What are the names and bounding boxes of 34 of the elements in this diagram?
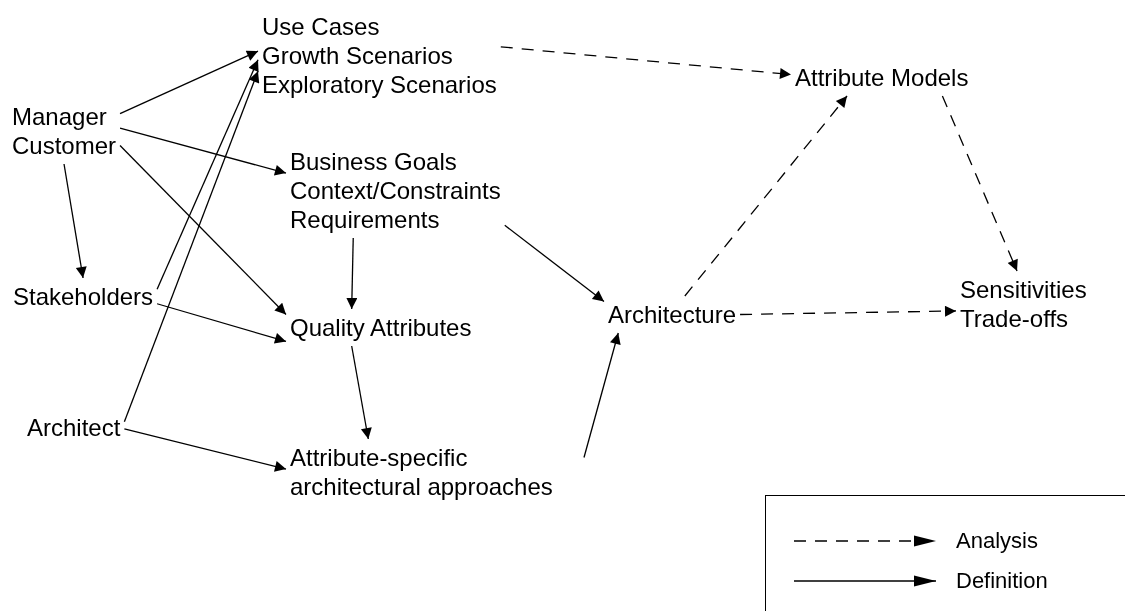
arrow [583,332,621,459]
arrow [684,95,848,297]
legend-label: Analysis [956,528,1038,554]
node-label: Attribute Models [795,63,969,92]
node-label: Context/Constraints [290,176,501,205]
arrow [739,305,957,317]
node-label: Sensitivities [960,275,1087,304]
node-label: Use Cases [262,12,381,41]
arrow [346,237,358,310]
node-label: Business Goals [290,147,458,176]
node-label: Quality Attributes [290,313,472,342]
arrow [500,46,792,80]
arrow [123,70,260,423]
arrow [504,224,605,303]
node-label: Manager [12,102,108,131]
node-label: Customer [12,131,117,160]
node-label: Architecture [608,300,737,329]
node-label: Attribute-specific architectural approaches [290,443,554,501]
arrow [156,303,287,344]
node-label: Requirements [290,205,441,234]
node-label: Growth Scenarios [262,41,454,70]
arrow [119,50,259,115]
node-label: Trade-offs [960,304,1070,333]
node-label: Stakeholders [13,282,154,311]
node-label: Exploratory Scenarios [262,70,497,99]
arrow [119,144,287,316]
arrow [156,59,259,290]
node-label: Architect [27,413,121,442]
arrow [119,127,287,176]
arrow [123,428,287,472]
arrow [941,95,1018,272]
arrow [63,163,87,279]
legend-label: Definition [956,568,1048,594]
arrow [351,345,372,440]
